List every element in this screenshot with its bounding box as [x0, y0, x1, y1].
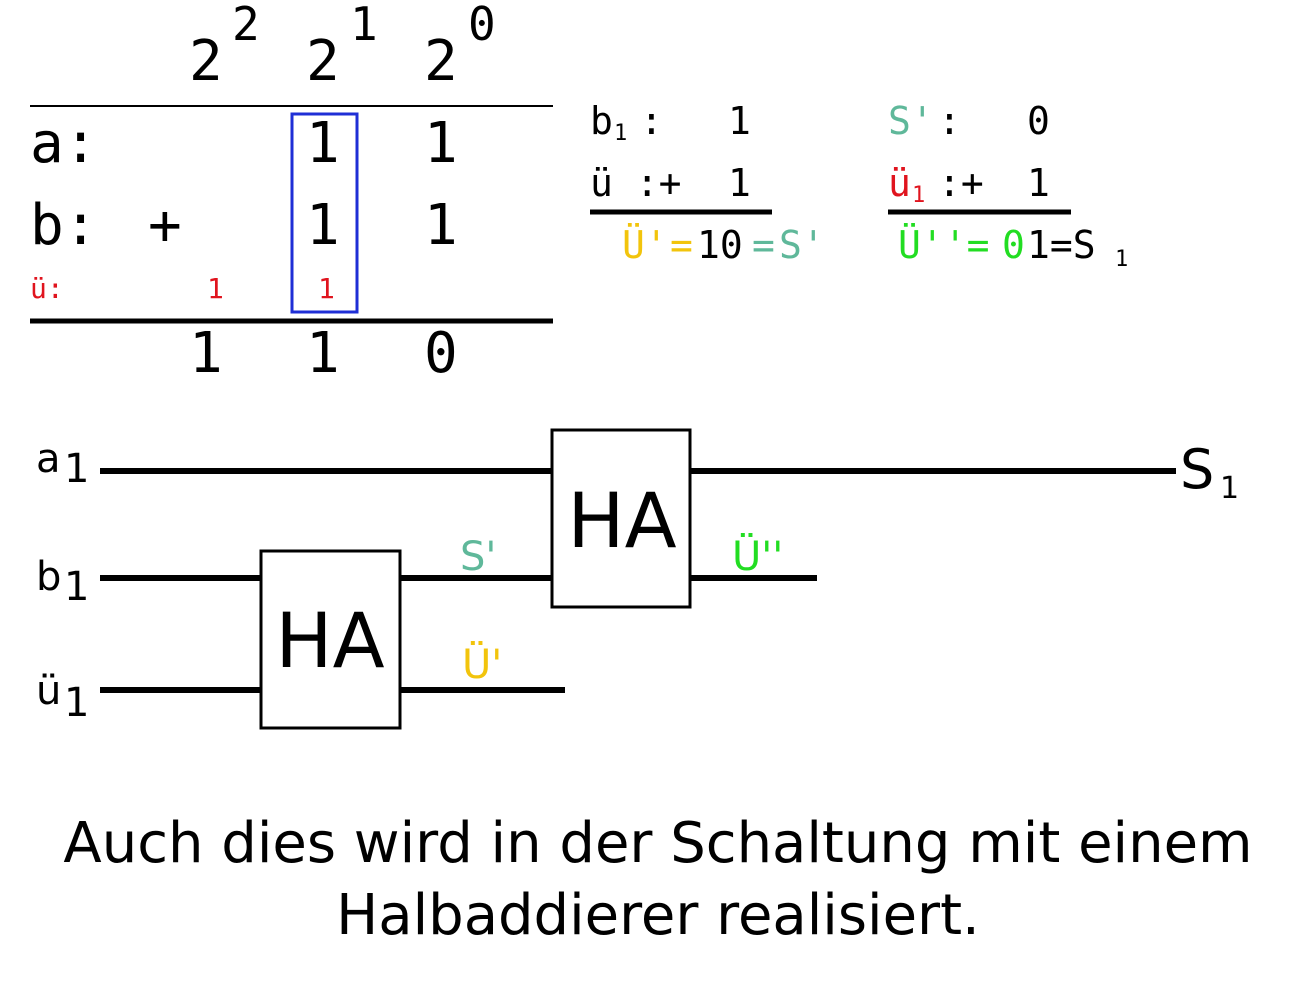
- calc2-result-u: Ü''=: [898, 223, 990, 267]
- result-digit-1: 1: [306, 321, 340, 386]
- calc2-s-colon: :: [938, 99, 961, 143]
- place-value-base-1: 2: [306, 29, 340, 94]
- row-b-label: b:: [30, 193, 97, 258]
- place-value-base-2: 2: [189, 29, 223, 94]
- row-a-digit-0: 1: [424, 111, 458, 176]
- row-b-digit-1: 1: [306, 193, 340, 258]
- row-b: b: + 1 1: [30, 193, 458, 258]
- output-s-sub: 1: [1220, 471, 1239, 506]
- calc1-result-digits: 10: [697, 223, 743, 267]
- calc2-s-label: S': [888, 99, 934, 143]
- calc-2: S' : 0 ü 1 :+ 1 Ü''= 0 1=S 1: [888, 99, 1128, 272]
- input-u-sub: 1: [64, 680, 89, 726]
- label-u-double: Ü'': [732, 532, 783, 580]
- row-a: a: 1 1: [30, 111, 458, 176]
- row-result: 1 1 0: [189, 321, 458, 386]
- result-digit-0: 0: [424, 321, 458, 386]
- input-b-base: b: [36, 554, 61, 600]
- place-value-exp-1: 1: [350, 0, 378, 51]
- input-a-base: a: [36, 436, 61, 482]
- row-carry-value-1: 1: [318, 272, 335, 305]
- calc1-result-eq1: =: [670, 223, 693, 267]
- calc1-b-colon: :: [640, 99, 663, 143]
- calc2-u-sub: 1: [912, 183, 925, 208]
- input-b-sub: 1: [64, 564, 89, 610]
- place-value-base-0: 2: [424, 29, 458, 94]
- half-adder-2-label: HA: [567, 476, 676, 565]
- label-u-prime: Ü': [462, 640, 502, 688]
- calc2-result-rest: 1=S: [1027, 223, 1096, 267]
- row-a-label: a:: [30, 111, 97, 176]
- input-u-base: ü: [36, 668, 61, 714]
- column-highlight-box: [290, 112, 359, 314]
- calc1-u-label: ü :+: [590, 161, 682, 205]
- calc2-u-value: 1: [1027, 161, 1050, 205]
- calc-1: b 1 : 1 ü :+ 1 Ü' = 10 = S': [590, 99, 825, 267]
- circuit-inputs: a 1 b 1 ü 1: [36, 436, 89, 726]
- calc2-s-value: 0: [1027, 99, 1050, 143]
- place-value-header: 2 2 2 1 2 0: [189, 0, 496, 94]
- calc2-u-op: :+: [938, 161, 984, 205]
- output-s-base: S: [1180, 438, 1214, 501]
- caption-line-2: Halbaddierer realisiert.: [336, 883, 980, 948]
- row-carry: ü: 1 1: [30, 272, 335, 305]
- row-a-digit-1: 1: [306, 111, 340, 176]
- calc2-u-label: ü: [888, 161, 911, 205]
- half-adder-2: [550, 428, 692, 609]
- circuit: HA HA a 1 b 1 ü 1 S' Ü' Ü'' S 1: [36, 428, 1239, 730]
- row-carry-label: ü:: [30, 272, 64, 305]
- input-a-sub: 1: [64, 446, 89, 492]
- caption-line-1: Auch dies wird in der Schaltung mit eine…: [63, 811, 1253, 876]
- row-carry-value-2: 1: [207, 272, 224, 305]
- calc2-result-zero: 0: [1002, 223, 1025, 267]
- place-value-exp-2: 2: [232, 0, 260, 51]
- label-s-prime: S': [460, 534, 496, 580]
- half-adder-1-label: HA: [275, 596, 384, 685]
- calc1-result-eq2: =: [752, 223, 775, 267]
- calc1-result-u: Ü': [622, 223, 668, 267]
- row-b-digit-0: 1: [424, 193, 458, 258]
- result-digit-2: 1: [189, 321, 223, 386]
- caption: Auch dies wird in der Schaltung mit eine…: [0, 808, 1316, 952]
- calc1-b-label: b: [590, 99, 613, 143]
- row-b-operator: +: [148, 193, 182, 258]
- calc1-u-value: 1: [728, 161, 751, 205]
- half-adder-1: [259, 549, 402, 730]
- calc1-b-value: 1: [728, 99, 751, 143]
- calc1-result-s: S': [779, 223, 825, 267]
- calc1-b-sub: 1: [614, 121, 627, 146]
- calc2-result-sub: 1: [1115, 247, 1128, 272]
- place-value-exp-0: 0: [468, 0, 496, 51]
